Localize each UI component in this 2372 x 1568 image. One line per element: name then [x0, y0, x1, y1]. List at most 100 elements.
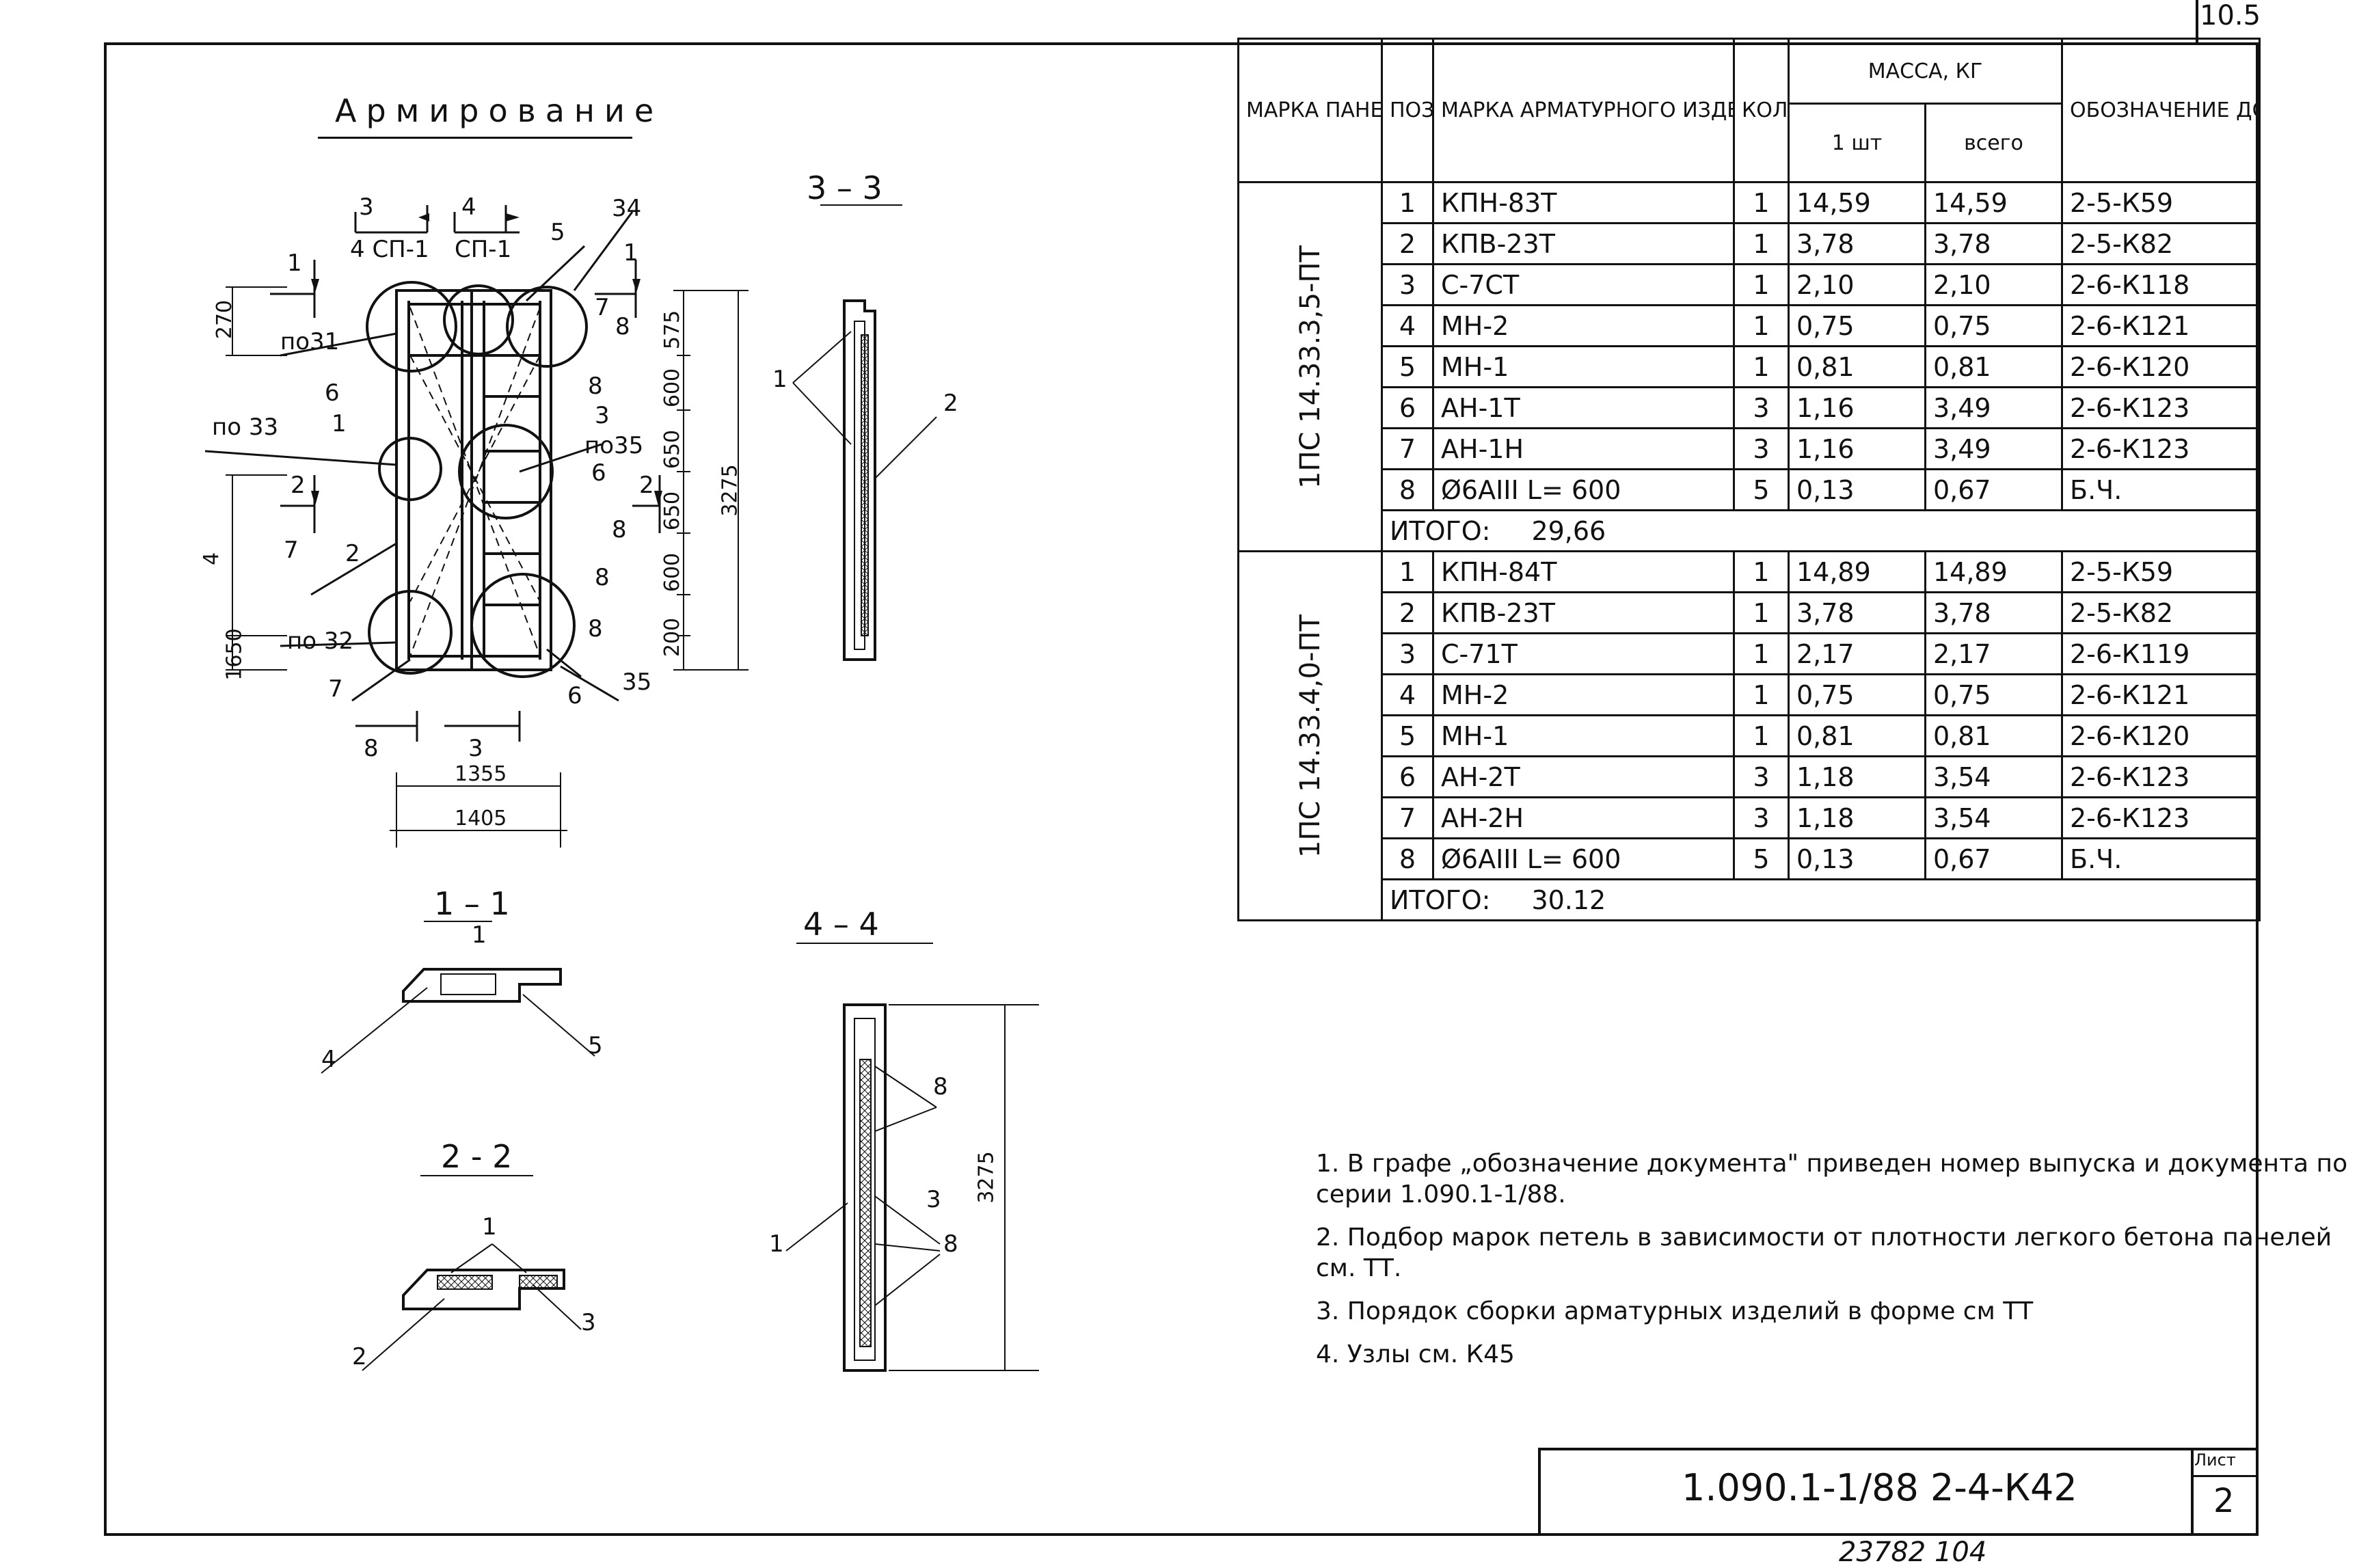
note-4: 4. Узлы см. К45	[1316, 1340, 1515, 1368]
cell-mark: КПН-83Т	[1432, 181, 1735, 224]
drawing-title: Армирование	[335, 92, 664, 129]
cell-mark: МН-2	[1432, 304, 1735, 347]
title-block	[1538, 1448, 2259, 1536]
dim-3275-plan: 3275	[718, 464, 742, 517]
header-mass: МАССА, КГ	[1788, 38, 2063, 105]
total-label: ИТОГО:	[1390, 515, 1491, 546]
callout-6-mid: 6	[591, 459, 606, 487]
cell-doc: 2-6-К120	[2061, 714, 2261, 757]
cell-doc: 2-6-К123	[2061, 796, 2261, 839]
section-4-4-dim: 3275	[974, 1151, 999, 1204]
callout-3-mid: 3	[595, 402, 610, 429]
callout-4: 4	[461, 193, 476, 221]
cell-doc: 2-6-К123	[2061, 427, 2261, 470]
cell-one: 0,81	[1788, 714, 1926, 757]
cell-mark: КПН-84Т	[1432, 550, 1735, 593]
cell-doc: 2-5-К82	[2061, 591, 2261, 634]
callout-po31: по31	[280, 328, 340, 355]
callout-3: 3	[359, 193, 374, 221]
dim-100: 1650	[222, 628, 247, 681]
total-label: ИТОГО:	[1390, 884, 1491, 915]
section-3-3-title: 3 – 3	[807, 170, 882, 206]
section-4-4-title: 4 – 4	[803, 906, 879, 943]
cell-pos: 2	[1381, 591, 1434, 634]
cell-qty: 1	[1733, 550, 1790, 593]
cell-pos: 3	[1381, 632, 1434, 675]
dim-270: 270	[213, 299, 237, 340]
cell-one: 1,16	[1788, 427, 1926, 470]
total-value: 29,66	[1531, 515, 1606, 546]
panel-mark: 1ПС 14.33.3,5-ПТ	[1294, 245, 1326, 489]
section-2-2-label-3: 3	[581, 1309, 596, 1336]
callout-5: 5	[550, 219, 565, 246]
callout-8-top: 8	[615, 313, 630, 340]
cell-qty: 1	[1733, 181, 1790, 224]
panel-mark-cell: 1ПС 14.33.3,5-ПТ	[1237, 181, 1383, 552]
cell-total: 0,81	[1924, 714, 2063, 757]
section-2-2-label-1: 1	[482, 1213, 497, 1241]
cell-pos: 7	[1381, 427, 1434, 470]
header-item-mark: МАРКА АРМАТУРНОГО ИЗДЕЛИЯ	[1432, 38, 1735, 183]
cell-one: 0,75	[1788, 673, 1926, 716]
cell-pos: 6	[1381, 755, 1434, 798]
cell-total: 14,89	[1924, 550, 2063, 593]
cell-one: 1,18	[1788, 755, 1926, 798]
cell-total: 3,49	[1924, 427, 2063, 470]
cell-mark: АН-1Н	[1432, 427, 1735, 470]
cell-doc: Б.Ч.	[2061, 468, 2261, 511]
cell-doc: 2-5-К59	[2061, 181, 2261, 224]
callout-1-left: 1	[287, 249, 302, 277]
sheet-box	[2191, 1448, 2259, 1536]
cell-one: 0,81	[1788, 345, 1926, 388]
reinforcement-plan-drawing	[204, 204, 1039, 1372]
cell-total: 0,81	[1924, 345, 2063, 388]
note-2: 2. Подбор марок петель в зависимости от …	[1316, 1224, 2332, 1282]
panel-mark-cell: 1ПС 14.33.4,0-ПТ	[1237, 550, 1383, 921]
cell-qty: 1	[1733, 263, 1790, 306]
callout-3-bottom: 8	[364, 735, 379, 762]
section-3-3-label-2: 2	[943, 390, 958, 417]
cell-doc: 2-6-К118	[2061, 263, 2261, 306]
callout-2-right: 2	[639, 472, 654, 499]
section-1-1-label-1: 1	[472, 921, 487, 949]
cell-qty: 1	[1733, 632, 1790, 675]
cell-total: 3,78	[1924, 591, 2063, 634]
cell-mark: АН-2Т	[1432, 755, 1735, 798]
callout-4-bottom: 3	[468, 735, 483, 762]
cell-one: 14,89	[1788, 550, 1926, 593]
dim-575: 575	[660, 310, 685, 350]
cell-qty: 1	[1733, 591, 1790, 634]
cell-pos: 1	[1381, 550, 1434, 593]
inventory-number: 23782 104	[1839, 1537, 1987, 1568]
cell-one: 2,10	[1788, 263, 1926, 306]
panel-mark: 1ПС 14.33.4,0-ПТ	[1294, 614, 1326, 858]
header-panel-mark: МАРКА ПАНЕЛИ	[1237, 38, 1383, 183]
cell-total: 0,75	[1924, 673, 2063, 716]
callout-2-mid: 2	[345, 540, 360, 567]
dim-1355: 1355	[455, 762, 507, 786]
callout-7-bottom: 7	[328, 675, 343, 703]
cell-one: 14,59	[1788, 181, 1926, 224]
title-underline	[318, 137, 632, 139]
total-value: 30.12	[1531, 884, 1606, 915]
cell-doc: 2-6-К121	[2061, 673, 2261, 716]
top-sheet-number: 10.5	[2200, 0, 2261, 31]
callout-1: 1	[332, 410, 347, 437]
cell-doc: Б.Ч.	[2061, 837, 2261, 880]
section-4-4-label-1: 1	[769, 1230, 784, 1258]
cell-pos: 2	[1381, 222, 1434, 265]
cell-pos: 5	[1381, 345, 1434, 388]
cell-doc: 2-6-К120	[2061, 345, 2261, 388]
cell-total: 3,54	[1924, 796, 2063, 839]
dim-200: 200	[660, 617, 685, 658]
cell-qty: 3	[1733, 796, 1790, 839]
cell-one: 1,18	[1788, 796, 1926, 839]
